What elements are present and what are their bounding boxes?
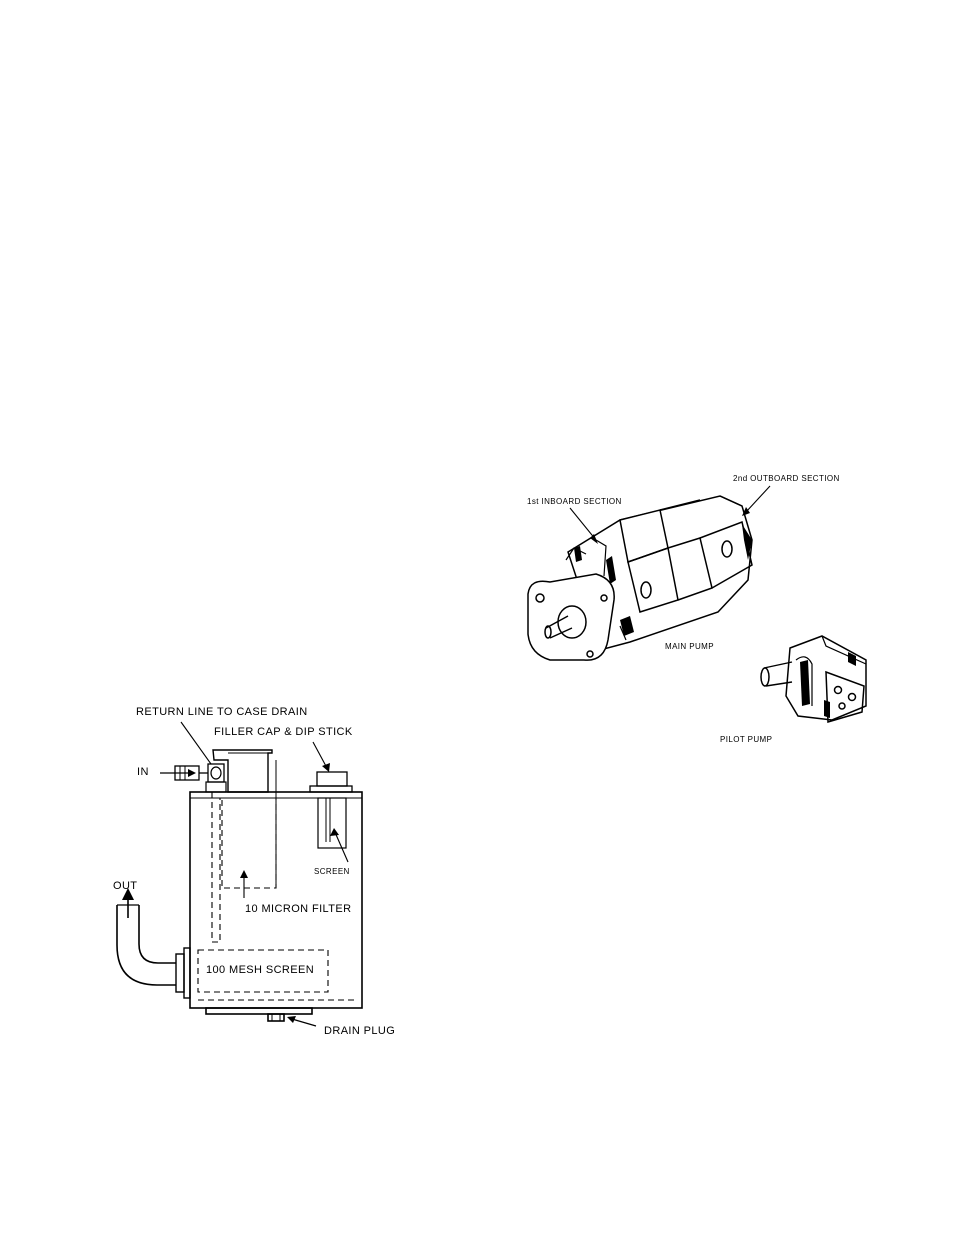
port-1 <box>640 581 652 599</box>
inboard-section-label: 1st INBOARD SECTION <box>527 497 622 506</box>
port-2 <box>721 540 733 558</box>
micron-filter-label: 10 MICRON FILTER <box>245 903 352 915</box>
drain-plug <box>267 1013 285 1022</box>
micron-filter-outline <box>221 797 277 889</box>
pilot-pump-label: PILOT PUMP <box>720 735 773 744</box>
filler-cap <box>212 749 273 793</box>
micron-arrowhead <box>240 870 248 878</box>
main-pump-label: MAIN PUMP <box>665 642 714 651</box>
filler-cap-label: FILLER CAP & DIP STICK <box>214 726 353 738</box>
outlet-pipe <box>116 905 176 986</box>
inboard-arrowhead <box>590 534 598 544</box>
screen-arrowhead <box>330 828 339 836</box>
filler-arrowhead <box>322 763 330 772</box>
drain-plug-label: DRAIN PLUG <box>324 1025 396 1037</box>
breather-screen <box>317 797 347 849</box>
pilot-shaft <box>763 661 793 687</box>
mesh-screen-label: 100 MESH SCREEN <box>206 964 315 976</box>
in-arrowhead <box>188 769 196 777</box>
mesh-screen-outline <box>197 949 329 993</box>
drain-arrowhead <box>287 1016 296 1023</box>
outboard-arrowhead <box>742 507 750 516</box>
return-line-label: RETURN LINE TO CASE DRAIN <box>136 706 308 718</box>
out-label: OUT <box>113 880 138 892</box>
tank-base <box>205 1007 313 1015</box>
out-arrowhead <box>122 888 134 900</box>
mount-flange <box>527 573 615 661</box>
in-label: IN <box>137 766 149 778</box>
screen-label: SCREEN <box>314 867 350 876</box>
outboard-section-label: 2nd OUTBOARD SECTION <box>733 474 840 483</box>
